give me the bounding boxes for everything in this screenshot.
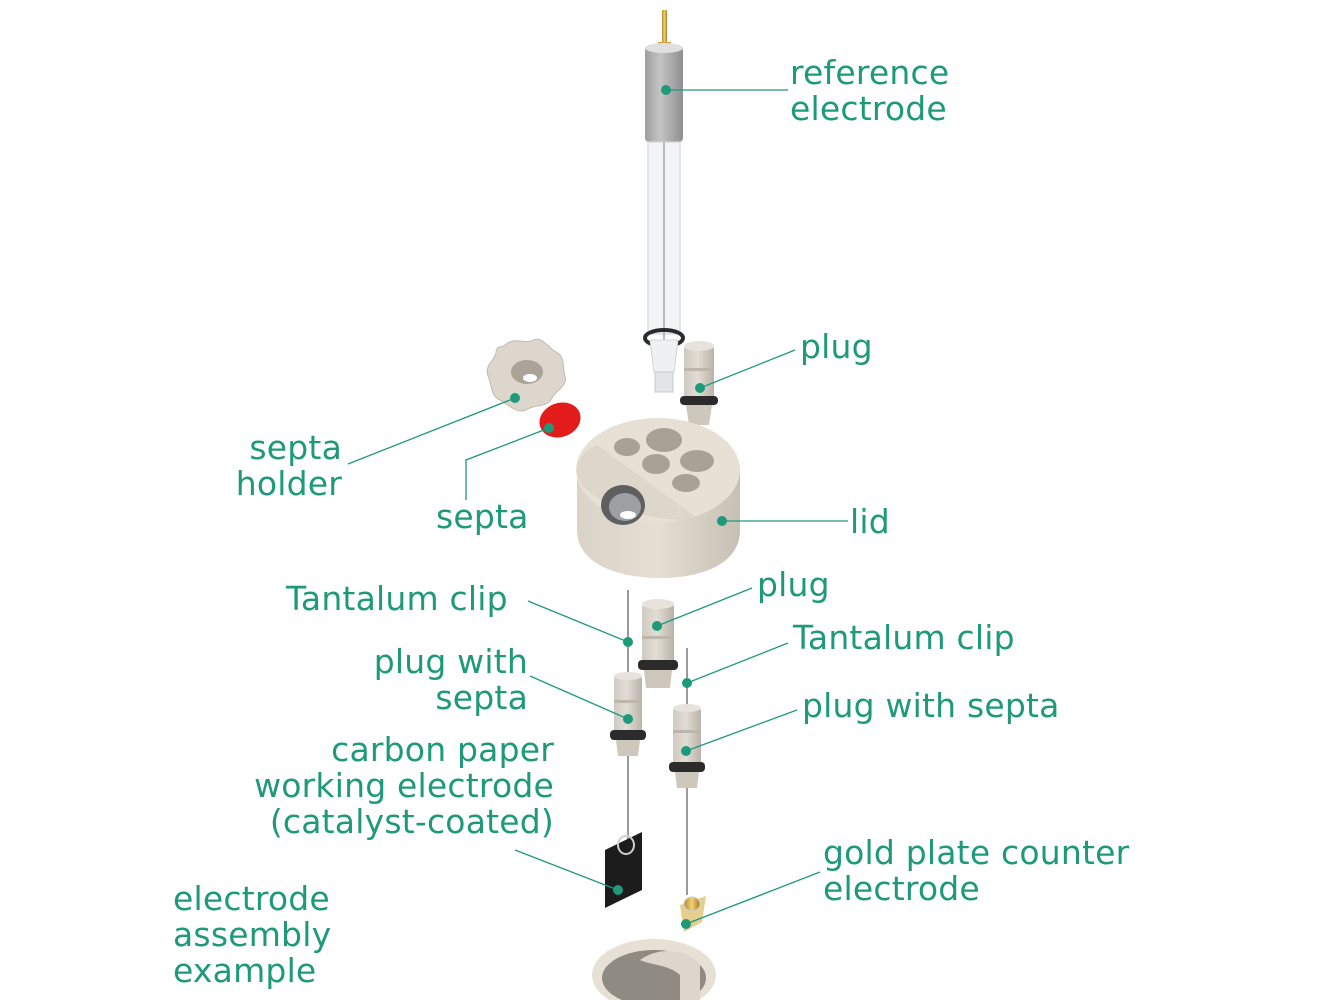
label-assembly-caption: electrode assembly example — [173, 881, 331, 989]
leader-counter-electrode — [685, 871, 821, 925]
label-line: electrode — [823, 869, 980, 908]
label-lid: lid — [850, 502, 890, 541]
label-line: septa — [249, 428, 342, 467]
dot-plug-with-septa-left — [623, 714, 633, 724]
leader-plug-top — [699, 349, 796, 389]
leader-plug-middle — [656, 587, 753, 627]
label-counter-electrode: gold plate counter electrode — [823, 835, 1129, 907]
leader-septa-holder — [347, 397, 516, 465]
dot-lid — [717, 516, 727, 526]
cell-body — [592, 939, 716, 1000]
label-line: electrode — [173, 879, 330, 918]
reference-electrode — [643, 10, 685, 393]
dot-tantalum-clip-right — [682, 678, 692, 688]
label-plug-top: plug — [800, 327, 873, 366]
label-septa-holder: septa holder — [228, 430, 342, 502]
leader-lines — [347, 89, 848, 925]
label-reference-electrode: reference electrode — [790, 55, 949, 127]
label-line: reference — [790, 53, 950, 92]
label-line: working electrode — [254, 766, 554, 805]
label-line: (catalyst-coated) — [269, 802, 554, 841]
leader-working-electrode — [514, 849, 619, 891]
label-line: septa — [435, 678, 528, 717]
label-septa: septa — [436, 497, 529, 536]
label-line: gold plate counter — [823, 833, 1130, 872]
label-plug-middle: plug — [757, 565, 830, 604]
leader-plug-with-septa-left — [529, 675, 629, 720]
lid — [576, 418, 740, 578]
dot-septa — [544, 423, 554, 433]
label-line: carbon paper — [331, 730, 554, 769]
septa-holder — [486, 338, 566, 412]
dot-reference-electrode — [661, 85, 671, 95]
counter-electrode-assembly — [669, 648, 706, 932]
plug-middle — [638, 599, 678, 688]
dot-plug-top — [695, 383, 705, 393]
label-plug-with-septa-right: plug with septa — [802, 686, 1060, 725]
label-tantalum-clip-right: Tantalum clip — [793, 618, 1015, 657]
dot-plug-with-septa-right — [681, 746, 691, 756]
dot-plug-middle — [652, 621, 662, 631]
label-working-electrode: carbon paper working electrode (catalyst… — [220, 732, 554, 840]
leader-tantalum-clip-left — [527, 600, 629, 643]
dot-tantalum-clip-left — [623, 637, 633, 647]
plug-top — [680, 341, 718, 425]
label-line: plug with — [373, 642, 528, 681]
label-tantalum-clip-left: Tantalum clip — [286, 579, 508, 618]
working-electrode-assembly — [605, 590, 646, 908]
label-line: assembly — [173, 915, 332, 954]
label-line: electrode — [790, 89, 947, 128]
leader-plug-with-septa-right — [685, 709, 798, 752]
label-plug-with-septa-left: plug with septa — [330, 644, 528, 716]
label-line: holder — [235, 464, 342, 503]
dot-septa-holder — [510, 393, 520, 403]
dot-counter-electrode — [681, 919, 691, 929]
leader-septa — [465, 427, 550, 500]
leader-tantalum-clip-right — [686, 642, 789, 684]
label-line: example — [173, 951, 317, 990]
anchor-dots — [510, 85, 727, 929]
dot-working-electrode — [613, 885, 623, 895]
